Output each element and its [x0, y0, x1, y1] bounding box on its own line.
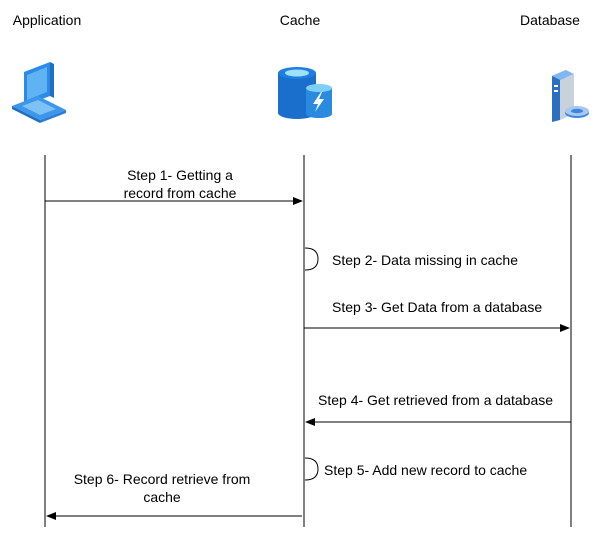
- database-server-icon: [552, 70, 589, 122]
- step-3-label: Step 3- Get Data from a database: [332, 299, 543, 315]
- participant-application-label: Application: [12, 12, 82, 28]
- step-4-label: Step 4- Get retrieved from a database: [318, 392, 554, 408]
- step-2-label: Step 2- Data missing in cache: [332, 252, 518, 268]
- step-5-label: Step 5- Add new record to cache: [324, 462, 528, 478]
- step-1-label: Step 1- Getting a record from cache: [123, 167, 237, 201]
- participant-database-label: Database: [520, 12, 580, 28]
- laptop-icon: [12, 62, 66, 123]
- participant-cache-label: Cache: [279, 12, 321, 28]
- step-5-self-loop: [304, 457, 319, 481]
- cache-database-icon: [278, 67, 332, 119]
- step-6-label: Step 6- Record retrieve from cache: [73, 471, 251, 505]
- step-2-self-loop: [304, 247, 319, 271]
